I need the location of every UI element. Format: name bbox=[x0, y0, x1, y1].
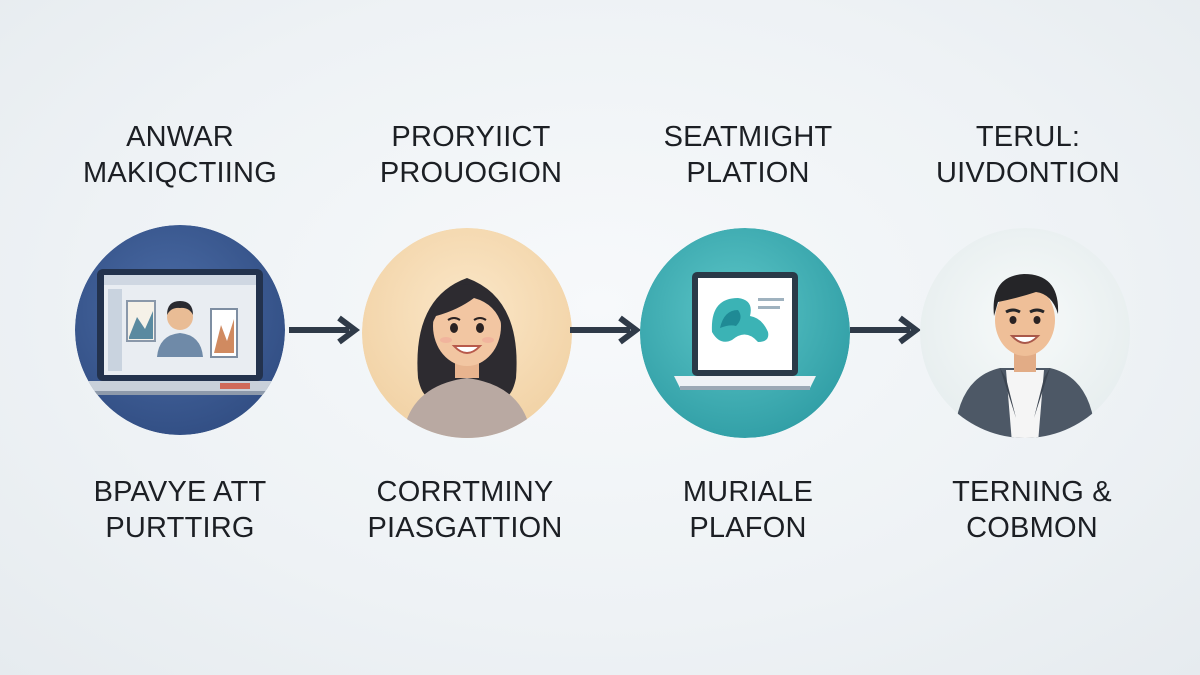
step-3-bottom-label: MURIALE PLAFON bbox=[628, 474, 868, 546]
step-4-top-line-1: TERUL: bbox=[975, 121, 1081, 153]
step-1-bottom-line-2: PURTTIRG bbox=[105, 512, 255, 544]
step-2-bottom-line-2: PIASGATTION bbox=[367, 512, 563, 544]
step-3-circle bbox=[640, 228, 850, 438]
step-3-bottom-line-1: MURIALE bbox=[682, 476, 814, 508]
arrow-right-icon bbox=[289, 315, 360, 345]
step-1-bottom-label: BPAVYE ATT PURTTIRG bbox=[60, 474, 300, 546]
step-2-top-line-2: PROUOGION bbox=[379, 157, 563, 189]
step-4-bottom-line-1: TERNING & bbox=[952, 476, 1112, 508]
step-2-top-label: PRORYIICT PROUOGION bbox=[351, 119, 591, 191]
step-3-top-line-2: PLATION bbox=[686, 157, 810, 189]
step-2-bottom-line-1: CORRTMINY bbox=[376, 476, 554, 508]
step-3-bottom-line-2: PLAFON bbox=[689, 512, 807, 544]
laptop-logo-icon bbox=[640, 228, 850, 438]
flow-arrow-3 bbox=[848, 310, 928, 350]
arrow-right-icon bbox=[850, 315, 921, 345]
step-1-top-line-1: ANWAR bbox=[126, 121, 234, 153]
man-avatar-icon bbox=[920, 228, 1130, 438]
step-3-top-label: SEATMIGHT PLATION bbox=[628, 119, 868, 191]
arrow-right-icon bbox=[570, 315, 641, 345]
step-4-circle bbox=[920, 228, 1130, 438]
step-2-top-line-1: PRORYIICT bbox=[391, 121, 551, 153]
step-1-top-line-2: MAKIQCTIING bbox=[83, 157, 277, 189]
step-4-top-label: TERUL: UIVDONTION bbox=[908, 119, 1148, 191]
step-4-top-line-2: UIVDONTION bbox=[935, 157, 1121, 189]
step-2-bottom-label: CORRTMINY PIASGATTION bbox=[345, 474, 585, 546]
step-4-bottom-line-2: COBMON bbox=[966, 512, 1098, 544]
step-4-bottom-label: TERNING & COBMON bbox=[912, 474, 1152, 546]
woman-avatar-icon bbox=[362, 228, 572, 438]
laptop-video-call-icon bbox=[75, 225, 285, 435]
step-1-bottom-line-1: BPAVYE ATT bbox=[93, 476, 267, 508]
step-1-top-label: ANWAR MAKIQCTIING bbox=[60, 119, 300, 191]
step-2-circle bbox=[362, 228, 572, 438]
step-3-top-line-1: SEATMIGHT bbox=[663, 121, 833, 153]
step-1-circle bbox=[75, 225, 285, 435]
flow-arrow-1 bbox=[287, 310, 367, 350]
flow-arrow-2 bbox=[568, 310, 648, 350]
